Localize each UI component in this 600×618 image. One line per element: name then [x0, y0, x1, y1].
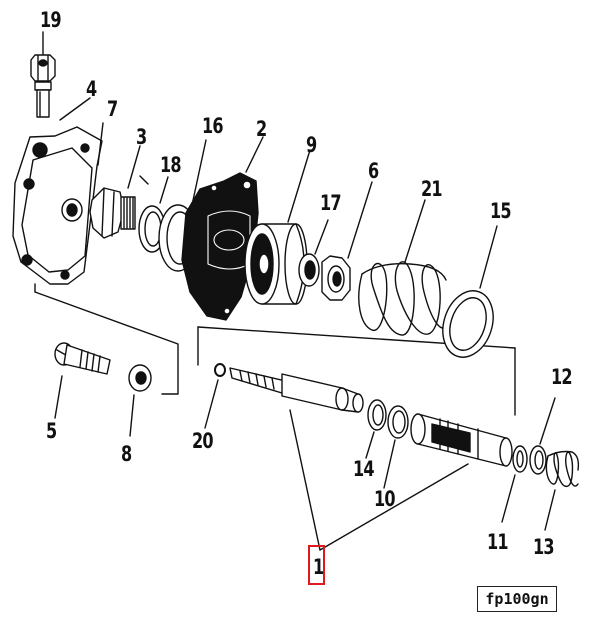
part-1-valve-spool	[230, 368, 468, 550]
label-10: 10	[374, 487, 396, 511]
drawing-code-text: fp100gn	[485, 590, 549, 608]
label-18: 18	[160, 153, 182, 177]
part-3-adaptor	[90, 146, 140, 238]
label-13: 13	[533, 535, 555, 559]
label-7: 7	[107, 97, 118, 121]
label-15: 15	[490, 199, 512, 223]
label-21: 21	[421, 177, 443, 201]
part-19-bolt	[31, 32, 55, 117]
part-10-seal	[384, 406, 408, 488]
part-8-washer	[129, 365, 151, 436]
label-4: 4	[86, 77, 97, 101]
label-9: 9	[306, 133, 317, 157]
label-6: 6	[368, 159, 379, 183]
label-8: 8	[121, 442, 132, 466]
part-17-spacer	[299, 220, 328, 286]
part-9-cylinder	[245, 150, 310, 304]
part-13-spring	[545, 452, 578, 531]
drawing-code-box: fp100gn	[477, 586, 557, 612]
valve-sleeve	[411, 414, 512, 466]
part-5-bolt	[55, 343, 110, 418]
part-21-spring	[359, 200, 446, 335]
label-5: 5	[46, 419, 57, 443]
label-12: 12	[551, 365, 573, 389]
label-17: 17	[320, 191, 342, 215]
label-16: 16	[202, 114, 224, 138]
part-6-nut	[322, 182, 372, 300]
part-2-pump-body	[182, 137, 263, 320]
label-2: 2	[256, 117, 267, 141]
label-11: 11	[487, 530, 509, 554]
label-20: 20	[192, 429, 214, 453]
part-20-circlip	[205, 364, 225, 428]
label-19: 19	[40, 8, 62, 32]
label-14: 14	[353, 457, 375, 481]
part-14-o-ring	[366, 400, 386, 458]
label-1: 1	[313, 555, 324, 579]
part-12-seal	[530, 398, 555, 474]
part-1-highlight-box	[308, 545, 325, 585]
label-3: 3	[136, 125, 147, 149]
part-15-washer	[435, 226, 502, 364]
part-11-o-ring	[502, 446, 527, 522]
